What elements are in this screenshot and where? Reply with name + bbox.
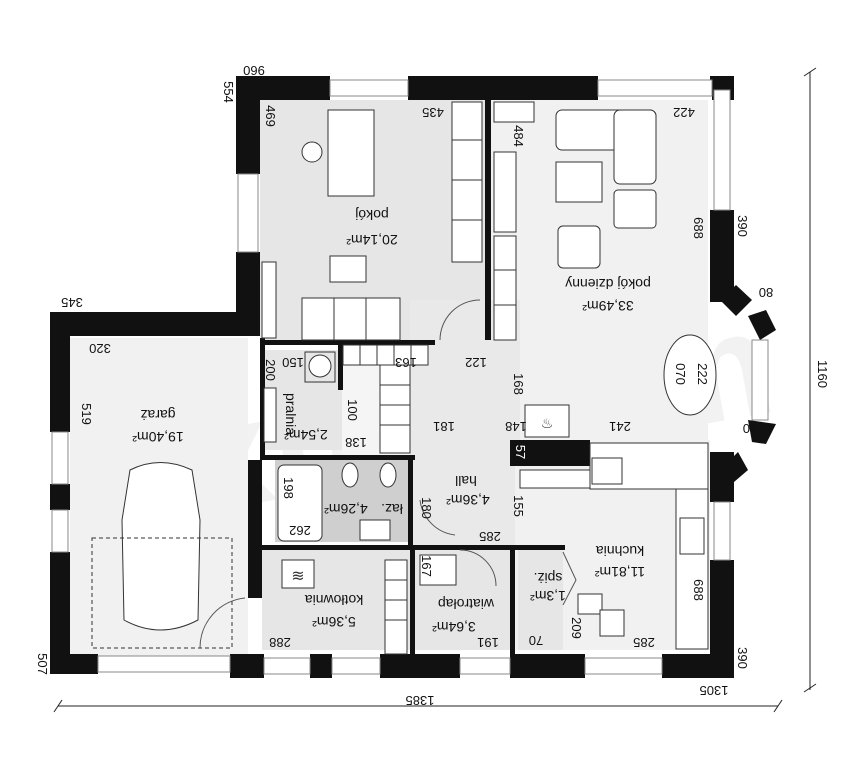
dim-241: 241 xyxy=(609,419,631,434)
desk xyxy=(327,109,375,197)
dim-100: 100 xyxy=(345,399,360,421)
dim-148: 148 xyxy=(505,419,527,434)
dim-285-kuch: 285 xyxy=(633,635,655,650)
dim-80-bot: 80 xyxy=(743,421,757,436)
dim-469: 469 xyxy=(263,105,278,127)
dim-57: 57 xyxy=(513,445,528,459)
dim-122: 122 xyxy=(465,355,487,370)
dim-484: 484 xyxy=(511,125,526,147)
dim-688-bot: 688 xyxy=(691,579,706,601)
dim-960: 960 xyxy=(243,63,265,78)
room-area-garaz: 19,40m² xyxy=(132,429,184,445)
room-labels: pokój 20,14m² pokój dzienny 33,49m² gara… xyxy=(132,207,651,635)
desk-chair xyxy=(301,141,323,163)
bathtub xyxy=(277,464,323,542)
room-name-pralnia: pralnia xyxy=(283,393,299,435)
room-name-hall: hall xyxy=(455,473,477,489)
dim-table-2: 222 xyxy=(695,363,710,385)
dim-80-top: 80 xyxy=(759,285,773,300)
dim-163: 163 xyxy=(395,355,417,370)
room-name-pokoj: pokój xyxy=(355,207,388,223)
dim-181: 181 xyxy=(433,419,455,434)
dim-167: 167 xyxy=(419,555,434,577)
dim-390-bot: 390 xyxy=(735,647,750,669)
dim-320: 320 xyxy=(89,341,111,356)
room-name-spiz: spiż. xyxy=(534,570,563,586)
doors xyxy=(199,299,577,649)
dim-138: 138 xyxy=(345,435,367,450)
sofa-pokoj xyxy=(301,297,401,341)
dining-table xyxy=(663,334,717,416)
dim-198: 198 xyxy=(281,477,296,499)
windows xyxy=(51,79,769,675)
dim-180: 180 xyxy=(419,497,434,519)
dim-345: 345 xyxy=(61,295,83,310)
dimension-lines xyxy=(53,67,817,713)
room-area-pokoj-dzienny: 33,49m² xyxy=(582,298,634,314)
dim-288: 288 xyxy=(269,635,291,650)
dimension-labels: 1385 1160 1305 960 554 469 435 484 422 3… xyxy=(35,63,830,708)
room-area-laz: 4,26m² xyxy=(324,501,368,517)
room-area-pralnia: 2,54m² xyxy=(284,427,328,443)
room-name-pokoj-dzienny: pokój dzienny xyxy=(565,276,651,292)
dim-507: 507 xyxy=(35,653,50,675)
dim-422: 422 xyxy=(673,105,695,120)
room-area-spiz: 1,3m² xyxy=(530,588,566,604)
wardrobe xyxy=(451,101,483,263)
dim-262: 262 xyxy=(289,523,311,538)
dim-209: 209 xyxy=(569,617,584,639)
dim-overall-width: 1385 xyxy=(406,693,435,708)
room-area-kotlownia: 5,36m² xyxy=(312,614,356,630)
dim-554: 554 xyxy=(221,81,236,103)
dim-191: 191 xyxy=(477,635,499,650)
room-name-wiatrolap: wiatrołap xyxy=(438,596,495,612)
stairs xyxy=(342,344,429,454)
dim-435: 435 xyxy=(422,105,444,120)
dim-519: 519 xyxy=(79,403,94,425)
dim-285-hall: 285 xyxy=(479,529,501,544)
dim-155: 155 xyxy=(511,495,526,517)
dim-688-top: 688 xyxy=(691,217,706,239)
dim-table-1: 070 xyxy=(673,363,688,385)
room-area-wiatrolap: 3,64m² xyxy=(432,619,476,635)
dim-168: 168 xyxy=(511,373,526,395)
room-name-garaz: garaż xyxy=(140,407,175,423)
room-area-pokoj: 20,14m² xyxy=(346,232,398,248)
dim-bottom-right: 1305 xyxy=(700,683,729,698)
dim-overall-height: 1160 xyxy=(815,360,830,388)
dim-70: 70 xyxy=(529,633,543,648)
room-area-hall: 4,36m² xyxy=(446,492,490,508)
room-name-laz: łaz. xyxy=(381,501,403,517)
room-name-kuchnia: kuchnia xyxy=(596,543,644,559)
svg-text:♨: ♨ xyxy=(541,415,554,431)
dim-390-top: 390 xyxy=(735,215,750,237)
dim-150: 150 xyxy=(282,355,304,370)
furniture: ♨ ≋ xyxy=(91,101,717,655)
dim-200: 200 xyxy=(263,359,278,381)
room-name-kotlownia: kotłownia xyxy=(305,592,364,608)
fireplace xyxy=(524,404,570,438)
room-area-kuchnia: 11,81m² xyxy=(595,564,646,580)
car-icon xyxy=(121,462,201,631)
floor-spiz xyxy=(518,550,563,650)
svg-text:≋: ≋ xyxy=(291,568,304,585)
walls xyxy=(50,76,776,678)
